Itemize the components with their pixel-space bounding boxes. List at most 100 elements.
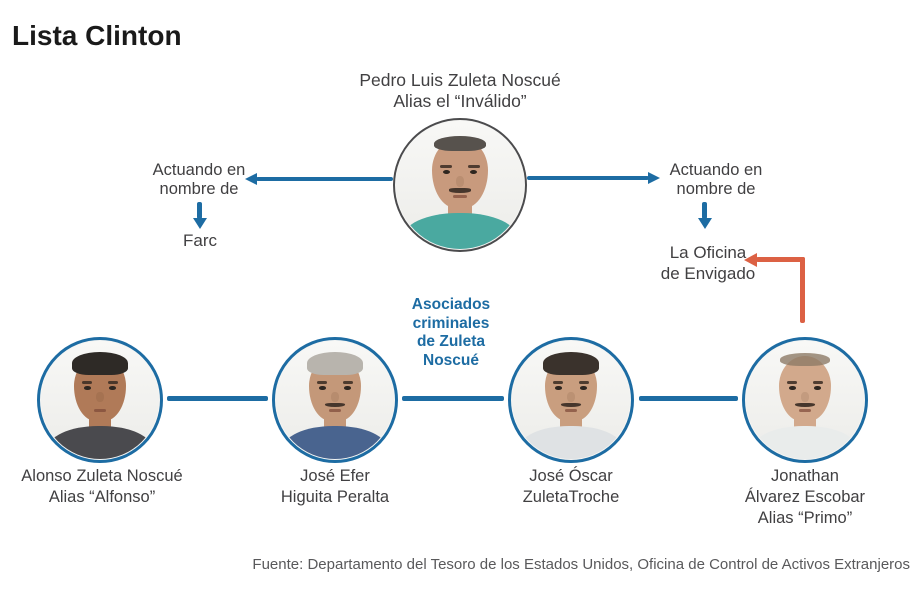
associate-2-name-line1: José Efer [300, 467, 370, 485]
left-down-arrow-line [197, 202, 202, 219]
portrait-hair [72, 352, 128, 375]
portrait-nose [96, 391, 104, 402]
right-organization-line1: La Oficina [669, 243, 747, 262]
left-arrow-line [256, 177, 393, 181]
associate-4-portrait [746, 341, 864, 459]
associate-1-name: Alonso Zuleta Noscué Alias “Alfonso” [19, 466, 185, 508]
left-relation-label: Actuando en nombre de [138, 161, 260, 199]
portrait-eye [470, 169, 478, 174]
portrait-hair [543, 352, 599, 375]
portrait-brow [107, 381, 119, 384]
portrait-eye [580, 385, 587, 390]
associate-4-name-line1: Jonathan [771, 467, 839, 485]
portrait-eye [814, 385, 821, 390]
portrait-mouth [452, 195, 468, 198]
right-organization-line2: de Envigado [660, 264, 756, 283]
portrait-shoulders [402, 213, 518, 249]
associate-3-name-line2: ZuletaTroche [522, 488, 620, 506]
right-down-arrow-line [702, 202, 707, 219]
portrait-eye [344, 385, 351, 390]
left-down-arrowhead-icon [193, 218, 207, 229]
portrait-eye [789, 385, 796, 390]
left-relation-line2: nombre de [159, 180, 239, 198]
portrait-shoulders [281, 425, 389, 459]
page-title: Lista Clinton [12, 20, 182, 51]
portrait-brow [316, 381, 328, 384]
associate-4-name-line2: Álvarez Escobar [744, 488, 866, 506]
associates-heading-line4: Noscué [423, 351, 479, 369]
associate-1-name-line1: Alonso Zuleta Noscué [21, 467, 183, 485]
portrait-hair [434, 135, 486, 152]
main-person-name: Pedro Luis Zuleta Noscué Alias el “Invál… [310, 70, 610, 112]
associate-1-portrait [41, 341, 159, 459]
portrait-brow [786, 381, 798, 384]
portrait-brow [812, 381, 824, 384]
portrait-brow [81, 381, 93, 384]
right-arrow-line [527, 176, 649, 180]
associate-2-name: José Efer Higuita Peralta [255, 466, 415, 508]
portrait-eye [319, 385, 326, 390]
portrait-nose [456, 176, 464, 187]
orange-elbow-vertical-line [800, 257, 805, 323]
portrait-mustache [794, 402, 816, 408]
portrait-mustache [324, 402, 346, 408]
portrait-brow [552, 381, 564, 384]
portrait-mustache [560, 402, 582, 408]
right-organization-label: La Oficina de Envigado [647, 242, 769, 284]
associates-heading-line1: Asociados [411, 296, 491, 313]
portrait-mouth [798, 409, 812, 412]
portrait-nose [801, 391, 809, 402]
portrait-eye [442, 169, 450, 174]
associate-3-photo [508, 337, 634, 463]
portrait-nose [567, 391, 575, 402]
portrait-brow [468, 164, 480, 168]
portrait-mustache [449, 188, 471, 193]
left-relation-line1: Actuando en [152, 161, 246, 179]
portrait-hair [780, 353, 830, 367]
portrait-shoulders [46, 425, 154, 459]
associates-heading: Asociados criminales de Zuleta Noscué [391, 296, 511, 370]
portrait-hair [307, 352, 363, 375]
portrait-eye [555, 385, 562, 390]
orange-elbow-horizontal-line [756, 257, 805, 262]
associate-3-name-line1: José Óscar [529, 467, 613, 485]
left-organization-label: Farc [183, 231, 217, 250]
associate-1-name-line2: Alias “Alfonso” [48, 488, 156, 506]
right-relation-line2: nombre de [676, 180, 756, 198]
connector-line-3 [639, 396, 738, 401]
associate-3-portrait [512, 341, 630, 459]
connector-line-2 [402, 396, 504, 401]
portrait-eye [109, 385, 116, 390]
associate-2-name-line2: Higuita Peralta [280, 488, 390, 506]
associate-2-photo [272, 337, 398, 463]
right-arrowhead-icon [648, 172, 660, 184]
portrait-mouth [564, 409, 578, 412]
associate-4-photo [742, 337, 868, 463]
portrait-shoulders [751, 425, 859, 459]
associate-2-portrait [276, 341, 394, 459]
portrait-brow [342, 381, 354, 384]
source-credit: Fuente: Departamento del Tesoro de los E… [252, 556, 910, 573]
orange-arrowhead-icon [744, 253, 757, 267]
main-person-portrait [396, 121, 524, 249]
portrait-mouth [328, 409, 342, 412]
associate-4-name: Jonathan Álvarez Escobar Alias “Primo” [725, 466, 885, 529]
portrait-shoulders [517, 425, 625, 459]
right-relation-label: Actuando en nombre de [655, 161, 777, 199]
portrait-brow [440, 164, 452, 168]
main-person-alias-line: Alias el “Inválido” [393, 91, 527, 111]
portrait-mouth [93, 409, 107, 412]
associates-heading-line2: criminales [412, 314, 490, 332]
portrait-eye [84, 385, 91, 390]
associate-1-photo [37, 337, 163, 463]
main-person-name-line: Pedro Luis Zuleta Noscué [359, 70, 561, 90]
associates-heading-line3: de Zuleta [416, 333, 486, 350]
associate-3-name: José Óscar ZuletaTroche [491, 466, 651, 508]
right-relation-line1: Actuando en [669, 161, 763, 179]
left-arrowhead-icon [245, 173, 257, 185]
portrait-brow [578, 381, 590, 384]
associate-4-name-line3: Alias “Primo” [757, 509, 853, 527]
portrait-nose [331, 391, 339, 402]
main-person-photo [393, 118, 527, 252]
